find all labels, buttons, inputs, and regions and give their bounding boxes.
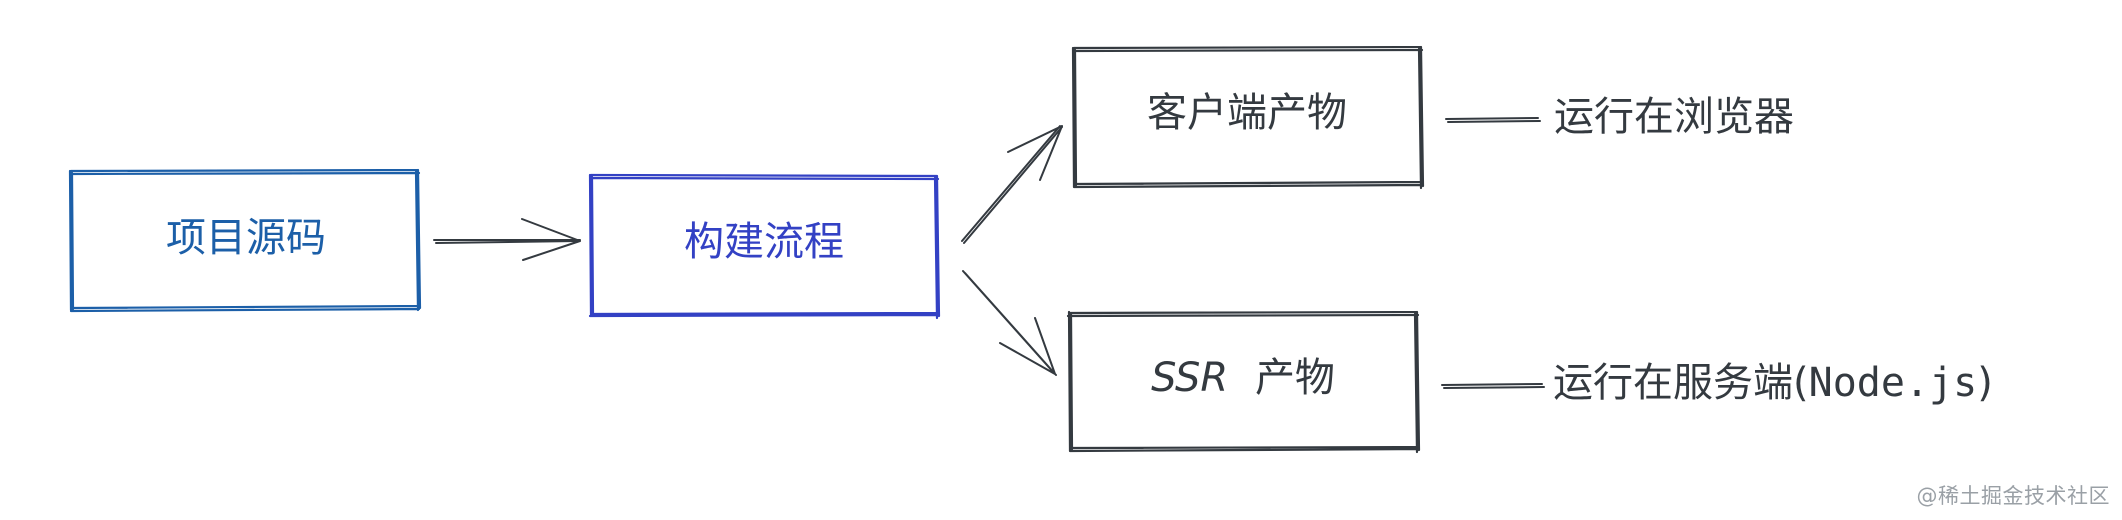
client-note-text: 运行在浏览器 bbox=[1554, 94, 1794, 140]
source-code-box: 项目源码 bbox=[68, 168, 422, 313]
ssr-note-suffix: ) bbox=[1977, 360, 1993, 406]
ssr-output-box: SSR 产物 bbox=[1066, 310, 1421, 454]
client-note-connector bbox=[1445, 117, 1541, 123]
ssr-output-label-main: SSR bbox=[1151, 355, 1228, 401]
ssr-note-prefix: 运行在服务端( bbox=[1553, 360, 1809, 406]
ssr-output-box-outline bbox=[1066, 310, 1421, 454]
ssr-note-connector bbox=[1441, 383, 1545, 389]
arrow-build-to-ssr bbox=[962, 270, 1057, 376]
ssr-output-label: SSR 产物 bbox=[1151, 355, 1335, 401]
build-process-label: 构建流程 bbox=[684, 219, 844, 265]
client-output-label: 客户端产物 bbox=[1147, 90, 1347, 136]
build-process-box: 构建流程 bbox=[588, 173, 941, 320]
source-code-label: 项目源码 bbox=[166, 215, 326, 261]
client-note: 运行在浏览器 bbox=[1445, 94, 1794, 140]
arrow-build-to-client bbox=[961, 125, 1063, 244]
client-output-box-outline bbox=[1071, 45, 1425, 190]
arrow-source-to-build bbox=[433, 218, 581, 261]
source-code-box-outline bbox=[68, 168, 422, 313]
watermark: @稀土掘金技术社区 bbox=[1916, 484, 2110, 508]
ssr-note: 运行在服务端(Node.js) bbox=[1441, 360, 1993, 406]
ssr-note-code: Node.js bbox=[1809, 360, 1978, 406]
client-output-box: 客户端产物 bbox=[1071, 45, 1425, 190]
build-process-box-outline bbox=[588, 173, 941, 320]
ssr-output-label-suffix: 产物 bbox=[1255, 355, 1335, 401]
ssr-note-text: 运行在服务端(Node.js) bbox=[1553, 360, 1993, 406]
